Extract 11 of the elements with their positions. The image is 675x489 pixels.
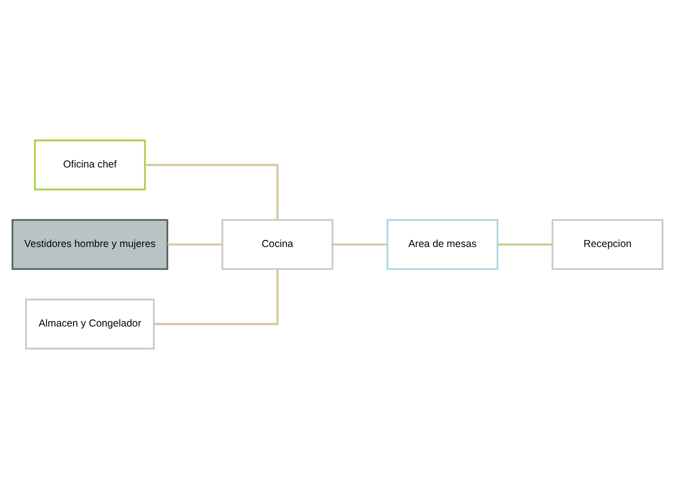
connector xyxy=(168,243,222,246)
node-box: Vestidores hombre y mujeres xyxy=(12,219,168,270)
node-box: Cocina xyxy=(222,219,334,270)
connector xyxy=(498,243,552,246)
connector xyxy=(145,164,278,220)
node-box: Oficina chef xyxy=(34,140,146,190)
connector xyxy=(154,269,278,326)
node-box: Recepcion xyxy=(552,219,664,270)
node-box: Almacen y Congelador xyxy=(25,298,155,350)
node-box: Area de mesas xyxy=(386,219,498,270)
connector xyxy=(332,243,388,246)
